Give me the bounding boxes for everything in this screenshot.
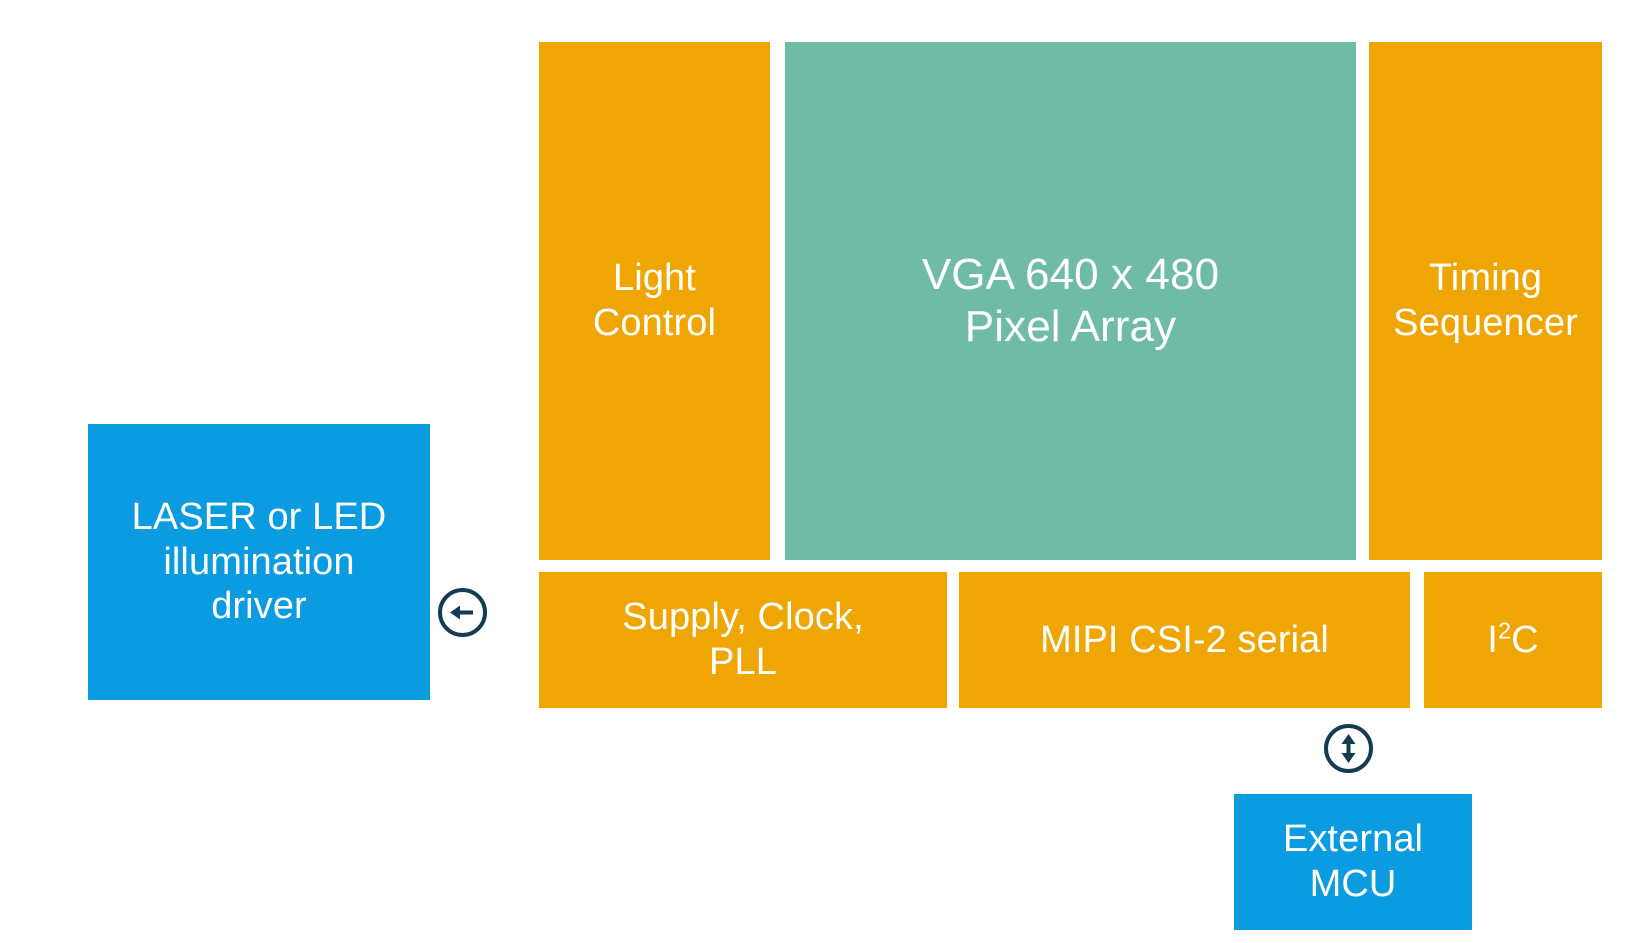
block-pixel-array[interactable]: VGA 640 x 480 Pixel Array (785, 42, 1356, 560)
block-i2c-label: I2C (1430, 618, 1596, 663)
block-i2c-label-suffix: C (1511, 618, 1539, 661)
block-pixel-array-label: VGA 640 x 480 Pixel Array (921, 250, 1220, 351)
block-i2c[interactable]: I2C (1424, 572, 1602, 708)
block-external-mcu-label: External MCU (1282, 818, 1424, 905)
block-supply-clock-pll-label: Supply, Clock, PLL (622, 596, 864, 683)
block-mipi-csi2[interactable]: MIPI CSI-2 serial (959, 572, 1410, 708)
block-supply-clock-pll[interactable]: Supply, Clock, PLL (539, 572, 947, 708)
block-timing-sequencer[interactable]: Timing Sequencer (1369, 42, 1602, 560)
block-light-control-label: Light Control (592, 257, 717, 344)
block-laser-or-led-illumination-driver[interactable]: LASER or LED illumination driver (88, 424, 430, 700)
block-mipi-csi2-label: MIPI CSI-2 serial (1040, 618, 1329, 661)
circled-left-arrow-icon (438, 588, 487, 637)
block-external-mcu[interactable]: External MCU (1234, 794, 1472, 930)
block-i2c-label-superscript: 2 (1497, 616, 1512, 643)
block-light-control[interactable]: Light Control (539, 42, 770, 560)
circled-up-down-arrow-icon (1324, 724, 1373, 773)
block-i2c-label-prefix: I (1487, 618, 1498, 661)
block-laser-driver-label: LASER or LED illumination driver (131, 495, 387, 628)
block-timing-sequencer-label: Timing Sequencer (1393, 257, 1578, 344)
